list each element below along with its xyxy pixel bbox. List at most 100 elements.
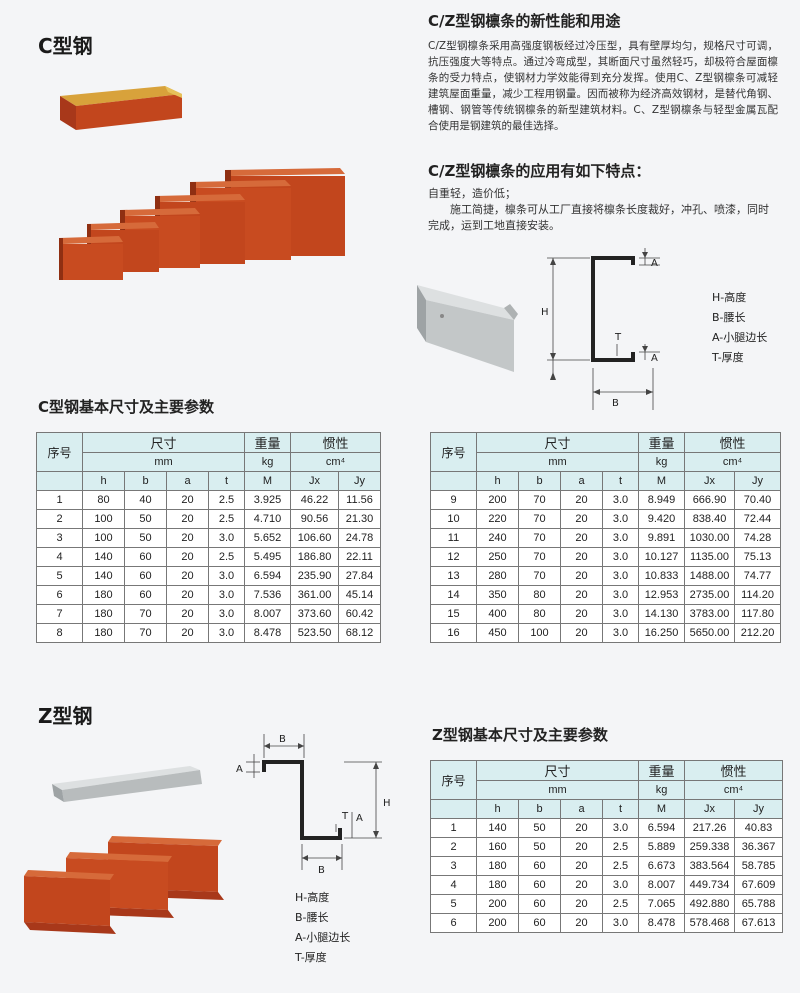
table-cell: 7.065: [638, 894, 686, 914]
c-purlin-galvanized-image: [417, 285, 518, 372]
table-cell: 6: [430, 913, 477, 933]
z-dim-label-A-bottom: A: [356, 813, 363, 824]
table-cell: 8.007: [638, 875, 686, 895]
c-section-diagram: H A A T B: [541, 248, 660, 410]
table-cell: 72.44: [734, 509, 782, 529]
header-size-unit: mm: [475, 780, 640, 800]
legend-thickness: T-厚度: [712, 351, 744, 364]
table-cell: 3.0: [601, 585, 640, 605]
table-cell: 1030.00: [684, 528, 736, 548]
table-cell: 180: [82, 604, 125, 624]
table-cell: 450: [476, 623, 519, 643]
dim-label-B: B: [612, 398, 619, 409]
table-cell: 74.77: [734, 566, 782, 586]
table-cell: 60.42: [338, 604, 382, 624]
table-cell: 180: [476, 856, 519, 876]
table-cell: 3.0: [207, 604, 246, 624]
table-cell: 373.60: [290, 604, 340, 624]
table-cell: 4: [430, 875, 477, 895]
header-blank: [36, 471, 83, 491]
table-cell: 3.0: [601, 623, 640, 643]
table-cell: 6.673: [638, 856, 686, 876]
table-cell: 20: [166, 566, 209, 586]
table-cell: 6.594: [244, 566, 292, 586]
table-cell: 60: [124, 566, 167, 586]
table-cell: 20: [166, 604, 209, 624]
table-cell: 3.0: [601, 547, 640, 567]
table-cell: 6.594: [638, 818, 686, 838]
table-cell: 27.84: [338, 566, 382, 586]
table-cell: 50: [124, 528, 167, 548]
c-steel-stack-image: [59, 168, 345, 280]
table-cell: 1: [36, 490, 83, 510]
table-cell: 280: [476, 566, 519, 586]
table-cell: 4: [36, 547, 83, 567]
table-cell: 106.60: [290, 528, 340, 548]
table-cell: 3.0: [207, 623, 246, 643]
table-cell: 449.734: [684, 875, 736, 895]
table-cell: 2: [36, 509, 83, 529]
table-cell: 2.5: [207, 509, 246, 529]
header-weight: 重量: [244, 432, 292, 453]
table-cell: 180: [82, 623, 125, 643]
z-section-title: Z型钢: [38, 704, 93, 728]
header-size: 尺寸: [81, 432, 246, 453]
header-size: 尺寸: [475, 760, 640, 781]
table-cell: 45.14: [338, 585, 382, 605]
z-legend-height: H-高度: [295, 891, 330, 904]
table-cell: 12: [430, 547, 477, 567]
table-cell: 20: [166, 490, 209, 510]
table-cell: 217.26: [684, 818, 736, 838]
table-cell: 70.40: [734, 490, 782, 510]
table-cell: 2.5: [207, 547, 246, 567]
col-t: t: [601, 471, 640, 491]
z-dim-label-A-top: A: [236, 764, 243, 775]
table-cell: 5: [430, 894, 477, 914]
table-cell: 60: [518, 913, 561, 933]
table-cell: 20: [166, 528, 209, 548]
col-Jx: Jx: [684, 799, 736, 819]
table-cell: 212.20: [734, 623, 782, 643]
table-cell: 70: [518, 566, 561, 586]
table-cell: 186.80: [290, 547, 340, 567]
table-cell: 40.83: [734, 818, 784, 838]
table-cell: 578.468: [684, 913, 736, 933]
table-cell: 40: [124, 490, 167, 510]
col-Jy: Jy: [734, 799, 784, 819]
table-cell: 16.250: [638, 623, 686, 643]
col-b: b: [518, 471, 561, 491]
table-cell: 20: [560, 875, 603, 895]
table-cell: 70: [124, 623, 167, 643]
table-cell: 400: [476, 604, 519, 624]
table-cell: 361.00: [290, 585, 340, 605]
dim-label-A-top: A: [651, 258, 658, 269]
table-cell: 70: [518, 509, 561, 529]
table-cell: 20: [560, 818, 603, 838]
table-cell: 60: [518, 856, 561, 876]
table-cell: 3: [36, 528, 83, 548]
header-inertia-unit: cm⁴: [684, 452, 782, 472]
header-inertia-unit: cm⁴: [290, 452, 382, 472]
table-cell: 10: [430, 509, 477, 529]
table-cell: 60: [124, 585, 167, 605]
table-cell: 14.130: [638, 604, 686, 624]
table-cell: 350: [476, 585, 519, 605]
table-cell: 13: [430, 566, 477, 586]
c-table-title: C型钢基本尺寸及主要参数: [38, 398, 215, 416]
col-Jx: Jx: [290, 471, 340, 491]
c-steel-single-image: [60, 86, 182, 130]
col-M: M: [638, 799, 686, 819]
col-t: t: [601, 799, 640, 819]
table-cell: 140: [476, 818, 519, 838]
header-size-unit: mm: [475, 452, 640, 472]
z-table-title: Z型钢基本尺寸及主要参数: [432, 726, 608, 744]
legend-leg: A-小腿边长: [712, 331, 768, 344]
table-cell: 3.0: [601, 509, 640, 529]
table-cell: 20: [560, 490, 603, 510]
